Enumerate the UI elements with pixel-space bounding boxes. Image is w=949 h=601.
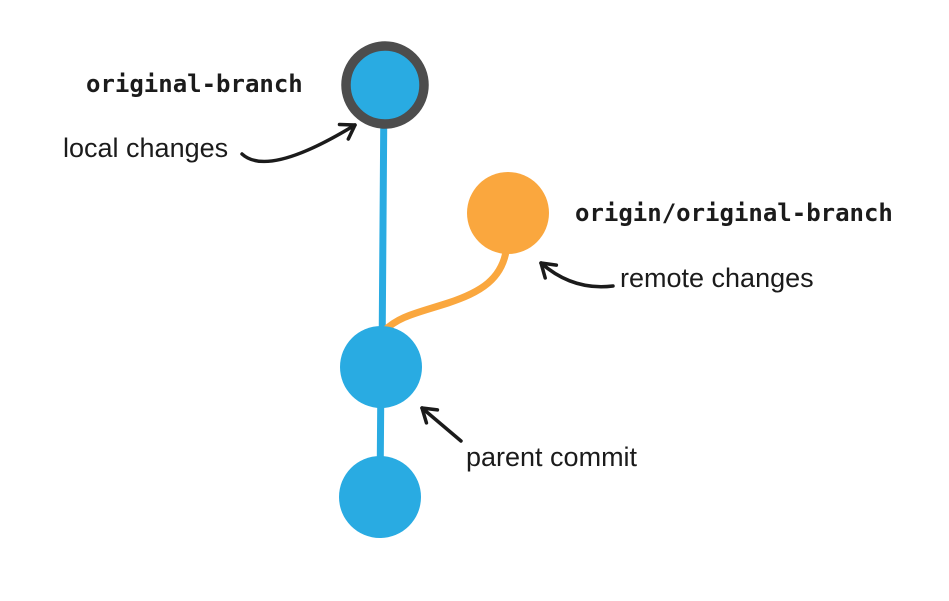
label-parent-commit: parent commit bbox=[466, 442, 638, 472]
commit-node-parent bbox=[340, 326, 422, 408]
local-changes-arrow bbox=[240, 122, 357, 164]
edge-remote-branch bbox=[380, 239, 511, 335]
edge-local-branch bbox=[378, 84, 388, 366]
label-local-changes: local changes bbox=[63, 133, 229, 163]
commit-node-remote bbox=[467, 172, 549, 254]
commit-node-grandparent bbox=[339, 456, 421, 538]
label-remote-changes: remote changes bbox=[620, 263, 814, 293]
remote-changes-arrow bbox=[539, 261, 615, 289]
parent-commit-arrow bbox=[420, 406, 463, 443]
label-original-branch: original-branch bbox=[86, 70, 303, 98]
label-origin-original-branch: origin/original-branch bbox=[575, 199, 893, 227]
commit-node-local-head bbox=[341, 41, 429, 129]
